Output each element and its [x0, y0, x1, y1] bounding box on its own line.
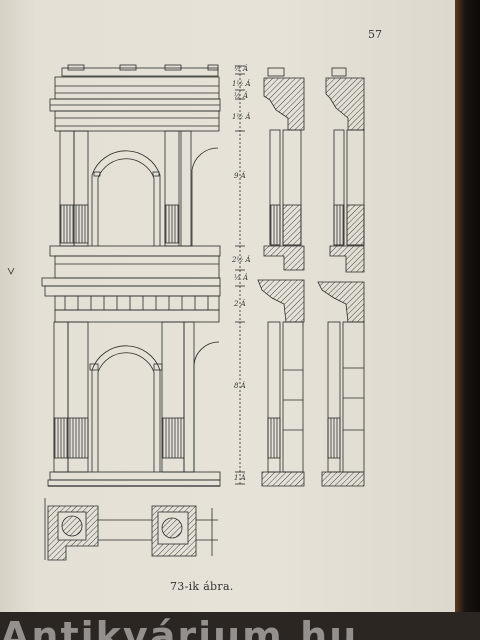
dimension-label: 1 Á	[234, 474, 246, 482]
dimension-label: 1½ Á	[232, 113, 251, 121]
bottom-background	[0, 612, 480, 640]
watermark: Antikvárium.hu	[0, 614, 359, 640]
facade-elevation	[41, 64, 221, 487]
dimension-label: ½ Á	[234, 65, 249, 73]
figure-caption: 73-ik ábra.	[170, 580, 234, 593]
dimension-label: ½ Á	[234, 92, 249, 100]
wall-section-right	[317, 67, 365, 487]
dimension-label: 9 Á	[234, 172, 246, 180]
dimension-label: ½ Á	[234, 274, 249, 282]
dentil-frieze	[54, 295, 220, 311]
ground-plan	[44, 498, 218, 561]
wall-section-left	[257, 67, 305, 487]
page-number: 57	[368, 28, 382, 41]
dimension-label: 2 Á	[234, 300, 246, 308]
dimension-ticks	[235, 65, 245, 485]
dimension-label: 8 Á	[234, 382, 246, 390]
margin-mark	[7, 267, 15, 275]
dimension-label: 1½ Á	[232, 80, 251, 88]
book-spine-edge	[455, 0, 480, 640]
dimension-label: 2½ Á	[232, 256, 251, 264]
